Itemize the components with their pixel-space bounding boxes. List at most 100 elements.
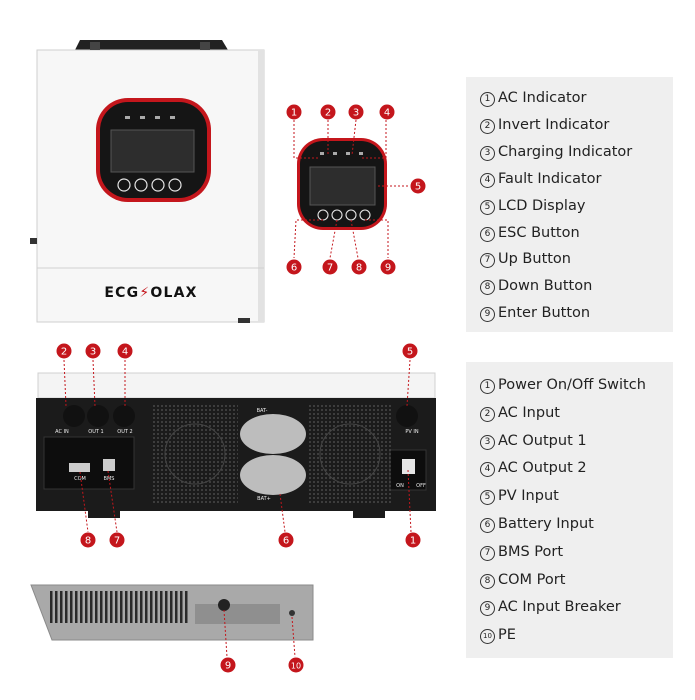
callout-marker: 5: [402, 343, 418, 359]
legend-label: PE: [498, 627, 516, 644]
indicator-leds: [125, 116, 175, 119]
legend-number: 3: [480, 432, 495, 450]
label-out1: OUT 1: [88, 429, 103, 435]
legend-label: Enter Button: [498, 305, 591, 322]
legend-label: AC Output 2: [498, 460, 587, 477]
brand-logo: ECG⚡OLAX: [104, 285, 197, 301]
label-com: COM: [74, 476, 86, 482]
legend-label: LCD Display: [498, 197, 586, 214]
callout-marker: 1: [405, 532, 421, 548]
legend-number: 4: [480, 459, 495, 478]
cooling-fan-left: [152, 405, 238, 503]
legend-label: AC Input Breaker: [498, 599, 621, 616]
legend-number: 2: [480, 116, 495, 134]
label-out2: OUT 2: [117, 429, 132, 435]
legend-label: Power On/Off Switch: [498, 377, 646, 393]
callout-marker: 3: [85, 343, 101, 359]
front-buttons: [117, 178, 182, 192]
svg-text:6: 6: [283, 536, 289, 547]
legend-label: AC Output 1: [498, 432, 587, 449]
callout-marker: 9: [220, 657, 236, 673]
callout-marker: 2: [56, 343, 72, 359]
legend-number: 7: [480, 543, 495, 561]
legend-number: 9: [480, 598, 495, 617]
battery-input-terminal: [240, 414, 306, 454]
legend-number: 1: [480, 376, 495, 394]
inverter-bottom-view: AC IN OUT 1 OUT 2 PV IN BAT- BAT+ COM BM…: [36, 359, 436, 533]
callout-marker: 1: [286, 104, 302, 120]
callout-marker: 7: [322, 259, 338, 275]
callout-marker: 8: [351, 259, 367, 275]
inverter-side-view: [30, 584, 314, 658]
svg-text:7: 7: [327, 263, 333, 274]
svg-text:5: 5: [415, 182, 421, 193]
legend-number: 4: [480, 170, 495, 188]
legend-number: 5: [480, 487, 495, 506]
legend-number: 3: [480, 143, 495, 161]
svg-text:4: 4: [384, 108, 390, 119]
svg-text:9: 9: [385, 263, 391, 274]
zoomed-control-panel: [293, 119, 410, 259]
label-ac-in: AC IN: [55, 429, 69, 435]
legend-number: 6: [480, 224, 495, 242]
legend-number: 2: [480, 404, 495, 422]
callout-marker: 5: [410, 178, 426, 194]
com-port: [69, 463, 90, 472]
legend-number: 6: [480, 515, 495, 533]
legend-number: 10: [480, 626, 495, 645]
svg-text:1: 1: [291, 108, 297, 119]
legend-number: 5: [480, 197, 495, 215]
callout-marker: 4: [117, 343, 133, 359]
label-off: OFF: [416, 483, 426, 489]
svg-text:8: 8: [356, 263, 362, 274]
svg-text:2: 2: [325, 108, 331, 119]
svg-text:3: 3: [90, 347, 96, 358]
svg-text:4: 4: [122, 347, 128, 358]
legend-label: Down Button: [498, 278, 593, 295]
legend-number: 8: [480, 277, 495, 296]
legend-label: BMS Port: [498, 543, 564, 560]
power-switch: [402, 459, 415, 474]
legend-label: Battery Input: [498, 516, 594, 532]
svg-text:2: 2: [61, 347, 67, 358]
cooling-fan-right: [307, 405, 393, 503]
label-on: ON: [396, 483, 404, 489]
legend-label: ESC Button: [498, 224, 580, 241]
legend-number: 7: [480, 250, 495, 269]
callout-marker: 9: [380, 259, 396, 275]
callout-marker: 6: [286, 259, 302, 275]
svg-text:5: 5: [407, 347, 413, 358]
callout-marker: 8: [80, 532, 96, 548]
callout-marker: 3: [348, 104, 364, 120]
label-pv-in: PV IN: [405, 429, 418, 435]
pe-terminal: [289, 610, 295, 616]
label-bat-minus: BAT-: [257, 408, 268, 414]
svg-text:3: 3: [353, 108, 359, 119]
legend-number: 1: [480, 89, 495, 107]
callout-marker: 4: [379, 104, 395, 120]
callout-marker: 6: [278, 532, 294, 548]
svg-text:1: 1: [410, 536, 416, 547]
callout-marker: 2: [320, 104, 336, 120]
ac-input-breaker: [218, 599, 230, 611]
legend-label: COM Port: [498, 571, 566, 588]
legend-label: AC Indicator: [498, 90, 587, 106]
label-bat-plus: BAT+: [257, 496, 271, 502]
legend-label: Fault Indicator: [498, 170, 602, 187]
